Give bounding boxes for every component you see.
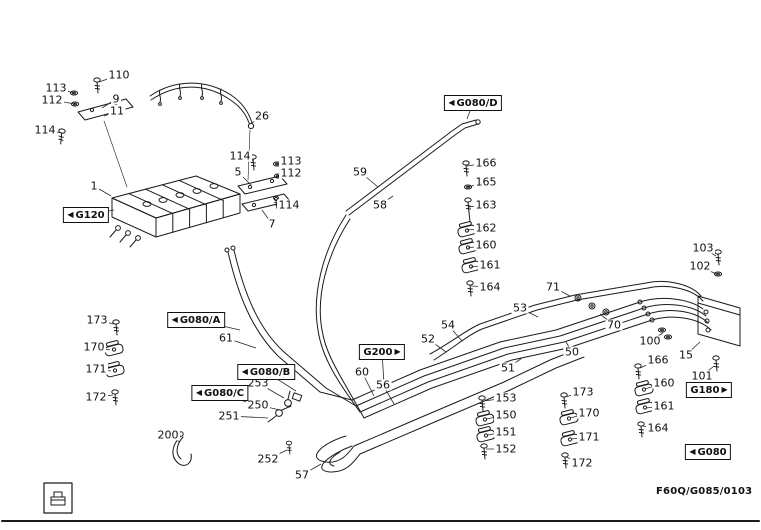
- left-arrow-icon: ◀: [241, 366, 248, 376]
- bracket-15: [657, 249, 741, 372]
- right-arrow-icon: ▶: [721, 384, 728, 394]
- part-label-171: 171: [84, 362, 108, 376]
- harness-26: [149, 82, 255, 181]
- ref-box-g080-a[interactable]: ◀G080/A: [167, 312, 225, 328]
- part-label-1: 1: [89, 179, 99, 193]
- part-label-112: 112: [40, 93, 64, 107]
- part-label-252: 252: [256, 452, 280, 466]
- part-label-101: 101: [690, 369, 714, 383]
- part-label-51: 51: [499, 361, 517, 375]
- part-label-112: 112: [279, 166, 303, 180]
- part-label-173: 173: [571, 385, 595, 399]
- part-label-102: 102: [688, 259, 712, 273]
- part-label-161: 161: [478, 258, 502, 272]
- part-label-7: 7: [267, 217, 277, 231]
- ref-box-label: G180: [690, 384, 720, 396]
- ref-box-label: G080: [697, 446, 727, 458]
- part-label-160: 160: [652, 376, 676, 390]
- part-label-152: 152: [494, 442, 518, 456]
- pipes-left-run: [224, 214, 365, 419]
- clamp-stack-center: [456, 160, 482, 297]
- part-label-56: 56: [374, 378, 392, 392]
- part-label-70: 70: [605, 318, 623, 332]
- part-label-164: 164: [646, 421, 670, 435]
- ref-box-g180[interactable]: G180▶: [685, 382, 733, 398]
- pipe-58-59: [345, 119, 481, 216]
- ref-box-label: G200: [363, 346, 393, 358]
- part-label-166: 166: [646, 353, 670, 367]
- part-label-113: 113: [279, 154, 303, 168]
- part-label-71: 71: [544, 280, 562, 294]
- part-label-163: 163: [474, 198, 498, 212]
- part-label-11: 11: [108, 104, 126, 118]
- part-label-50: 50: [563, 345, 581, 359]
- part-label-162: 162: [474, 221, 498, 235]
- part-label-172: 172: [570, 456, 594, 470]
- part-label-54: 54: [439, 318, 457, 332]
- ref-box-g200[interactable]: G200▶: [358, 344, 406, 360]
- part-label-250: 250: [246, 398, 270, 412]
- main-pipe-bundle: [351, 281, 712, 419]
- part-label-114: 114: [33, 123, 57, 137]
- part-label-170: 170: [82, 340, 106, 354]
- part-label-58: 58: [371, 198, 389, 212]
- part-label-161: 161: [652, 399, 676, 413]
- part-label-165: 165: [474, 175, 498, 189]
- ref-box-g080-c[interactable]: ◀G080/C: [191, 385, 249, 401]
- part-label-113: 113: [44, 81, 68, 95]
- part-label-253: 253: [246, 376, 270, 390]
- ref-box-label: G080/D: [456, 97, 498, 109]
- part-label-100: 100: [638, 334, 662, 348]
- part-label-9: 9: [111, 92, 121, 106]
- part-label-153: 153: [494, 391, 518, 405]
- part-label-200: 200: [156, 428, 180, 442]
- figure-code: F60Q/G085/0103: [656, 486, 753, 497]
- hose-200: [172, 431, 192, 466]
- ref-box-g120[interactable]: ◀G120: [62, 207, 110, 223]
- part-label-170: 170: [577, 406, 601, 420]
- part-label-172: 172: [84, 390, 108, 404]
- part-label-160: 160: [474, 238, 498, 252]
- part-label-150: 150: [494, 408, 518, 422]
- part-label-15: 15: [677, 348, 695, 362]
- right-arrow-icon: ▶: [394, 346, 401, 356]
- ref-box-label: G080/C: [204, 387, 245, 399]
- parts-box-icon: [43, 482, 73, 514]
- part-label-114: 114: [277, 198, 301, 212]
- ref-box-label: G080/A: [179, 314, 221, 326]
- part-label-173: 173: [85, 313, 109, 327]
- ref-box-label: G080/B: [249, 366, 291, 378]
- part-label-251: 251: [217, 409, 241, 423]
- part-label-60: 60: [353, 365, 371, 379]
- part-label-52: 52: [419, 332, 437, 346]
- part-label-151: 151: [494, 425, 518, 439]
- part-label-110: 110: [107, 68, 131, 82]
- ref-box-g080-d[interactable]: ◀G080/D: [443, 95, 503, 111]
- ref-box-label: G120: [75, 209, 105, 221]
- part-label-26: 26: [253, 109, 271, 123]
- left-arrow-icon: ◀: [195, 387, 203, 397]
- control-valve-assembly: [109, 175, 241, 248]
- part-label-166: 166: [474, 156, 498, 170]
- left-arrow-icon: ◀: [689, 446, 696, 456]
- left-arrow-icon: ◀: [67, 209, 74, 219]
- part-label-5: 5: [233, 165, 243, 179]
- part-label-114: 114: [228, 149, 252, 163]
- part-label-171: 171: [577, 430, 601, 444]
- left-arrow-icon: ◀: [448, 97, 455, 107]
- part-label-53: 53: [511, 301, 529, 315]
- ref-box-g080-b[interactable]: ◀G080/B: [237, 364, 295, 380]
- ref-box-g080[interactable]: ◀G080: [684, 444, 732, 460]
- part-label-164: 164: [478, 280, 502, 294]
- part-label-61: 61: [217, 331, 235, 345]
- part-label-59: 59: [351, 165, 369, 179]
- part-label-57: 57: [293, 468, 311, 482]
- left-arrow-icon: ◀: [171, 314, 178, 324]
- bottom-pipe-bundle: [316, 348, 585, 473]
- part-label-103: 103: [691, 241, 715, 255]
